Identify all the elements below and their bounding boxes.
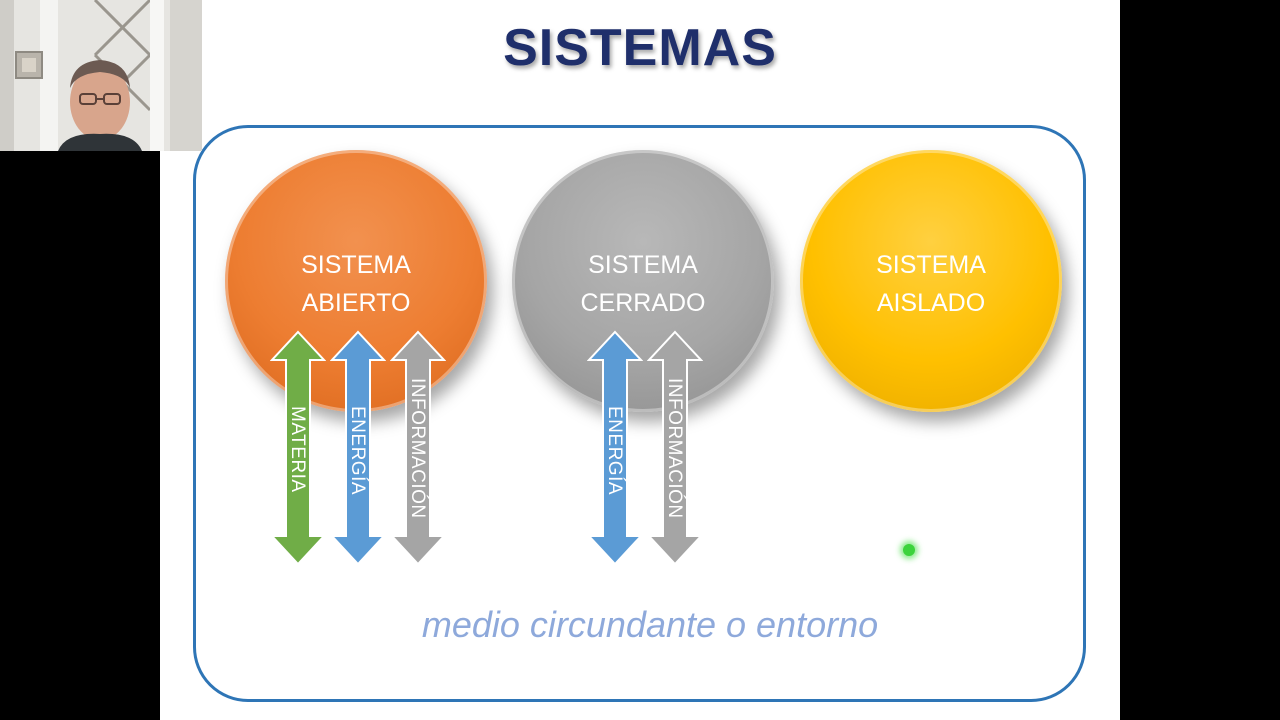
closed-system-label: SISTEMA CERRADO	[512, 246, 774, 322]
informacion-closed-arrow-icon	[647, 330, 703, 566]
materia-arrow-icon	[270, 330, 326, 566]
laser-pointer-icon	[903, 544, 915, 556]
informacion-arrow-icon	[390, 330, 446, 566]
open-system-label-line1: SISTEMA	[301, 251, 411, 279]
environment-caption: medio circundante o entorno	[421, 604, 879, 645]
slide-title: SISTEMAS	[503, 19, 777, 77]
open-system-label-line2: ABIERTO	[301, 289, 411, 317]
isolated-system-circle: SISTEMA AISLADO	[800, 150, 1062, 412]
presenter-webcam	[0, 0, 202, 151]
closed-system-label-line2: CERRADO	[580, 289, 706, 317]
energia-arrow-label: ENERGÍA	[347, 406, 368, 496]
energia-closed-arrow-icon	[587, 330, 643, 566]
materia-arrow-label: MATERIA	[287, 406, 308, 493]
isolated-system-label-line2: AISLADO	[876, 289, 986, 317]
informacion-arrow-label: INFORMACIÓN	[407, 378, 428, 519]
closed-system-label-line1: SISTEMA	[588, 251, 698, 279]
environment-frame	[193, 125, 1086, 702]
energia-arrow-icon	[330, 330, 386, 566]
informacion-closed-arrow-label: INFORMACIÓN	[664, 378, 685, 519]
closed-system-circle: SISTEMA CERRADO	[512, 150, 774, 412]
isolated-system-label: SISTEMA AISLADO	[800, 246, 1062, 322]
slide: SISTEMAS SISTEMA ABIERTO SISTEMA CERRADO…	[160, 0, 1120, 720]
presenter-image	[0, 0, 202, 151]
energia-closed-arrow-label: ENERGÍA	[604, 406, 625, 496]
open-system-label: SISTEMA ABIERTO	[225, 246, 487, 322]
isolated-system-label-line1: SISTEMA	[876, 251, 986, 279]
